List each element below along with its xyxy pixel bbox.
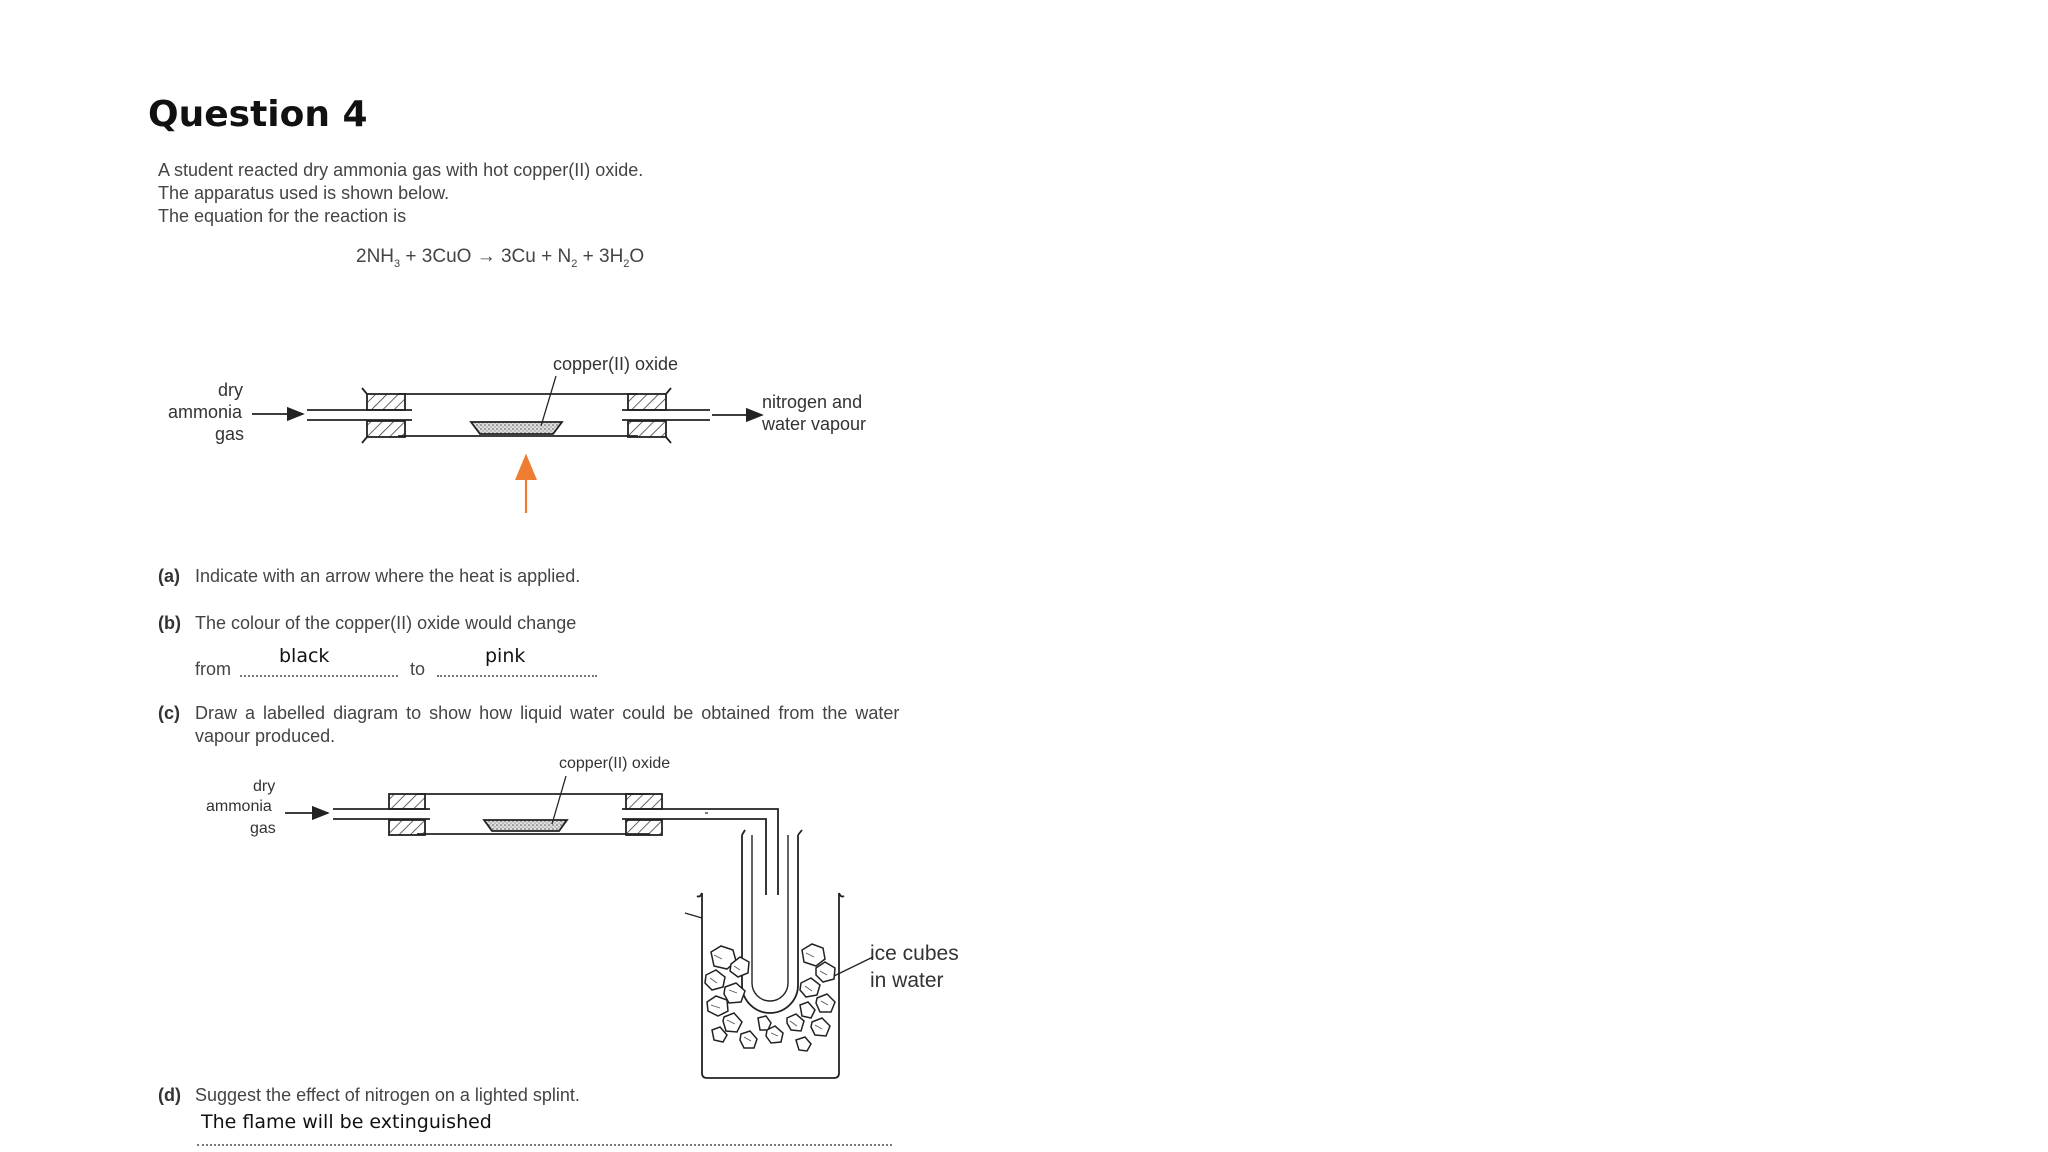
d2-left-bung-top	[388, 793, 426, 810]
u-tube-inner	[751, 835, 789, 1002]
ice-cube-texture	[709, 952, 829, 1042]
intro-line-1: A student reacted dry ammonia gas with h…	[158, 160, 644, 180]
d1-label-pointer	[540, 375, 557, 427]
question-b-text: The colour of the copper(II) oxide would…	[195, 613, 577, 633]
question-c-text-2: vapour produced.	[195, 726, 336, 746]
diagram-2	[285, 775, 874, 1079]
answer-line-to	[437, 675, 597, 677]
d2-copper-oxide-boat	[482, 819, 569, 832]
question-d-text: Suggest the effect of nitrogen on a ligh…	[195, 1085, 580, 1105]
answer-to-colour: pink	[485, 645, 526, 667]
question-b-from-label: from	[195, 659, 231, 679]
u-tube-inner-wall	[741, 835, 799, 1014]
d1-copper-oxide-boat	[469, 421, 564, 435]
question-b-letter: (b)	[158, 613, 181, 633]
d2-beaker-label-2: in water	[870, 969, 944, 992]
question-a-text: Indicate with an arrow where the heat is…	[195, 566, 581, 586]
d1-left-bung-bottom	[366, 420, 406, 438]
d2-copper-oxide-label: copper(II) oxide	[559, 755, 671, 772]
d1-inlet-label-ammonia: ammonia	[168, 402, 243, 422]
d1-right-bung-bottom	[627, 420, 667, 438]
question-c-letter: (c)	[158, 703, 180, 723]
d2-beaker-label-1: ice cubes	[870, 942, 959, 965]
intro-line-2: The apparatus used is shown below.	[158, 183, 450, 203]
d2-inlet-label-ammonia: ammonia	[206, 798, 272, 815]
answer-from-colour: black	[279, 645, 330, 667]
answer-line-from	[240, 675, 398, 677]
d1-left-bung-top	[366, 393, 406, 411]
question-title: Question 4	[148, 94, 368, 135]
ice-cubes	[704, 943, 836, 1052]
d2-delivery-tube-outer	[622, 808, 779, 895]
d1-right-bung-top	[627, 393, 667, 411]
question-a-letter: (a)	[158, 566, 180, 586]
d2-left-bung-bottom	[388, 819, 426, 836]
d1-copper-oxide-label: copper(II) oxide	[553, 354, 679, 374]
reaction-equation: 2NH3 + 3CuO → 3Cu + N2 + 3H2O	[356, 246, 645, 270]
question-d-letter: (d)	[158, 1085, 181, 1105]
d1-outlet-label-1: nitrogen and	[762, 392, 863, 412]
answer-line-d	[197, 1144, 892, 1146]
beaker	[701, 893, 840, 1079]
d2-inlet-label-gas: gas	[250, 820, 276, 837]
d1-inlet-label-dry: dry	[218, 380, 244, 400]
d1-outlet-label-2: water vapour	[762, 414, 867, 434]
answer-nitrogen-effect: The flame will be extinguished	[201, 1111, 492, 1133]
question-b-to-label: to	[410, 659, 426, 679]
d1-inlet-label-gas: gas	[215, 424, 245, 444]
intro-line-3: The equation for the reaction is	[158, 206, 407, 226]
diagram-1	[252, 375, 764, 444]
question-c-text-1: Draw a labelled diagram to show how liqu…	[195, 703, 900, 723]
d2-inlet-label-dry: dry	[253, 778, 276, 795]
d2-right-bung-top	[625, 793, 663, 810]
d2-right-bung-bottom	[625, 819, 663, 836]
d2-delivery-tube-inner	[622, 818, 767, 895]
